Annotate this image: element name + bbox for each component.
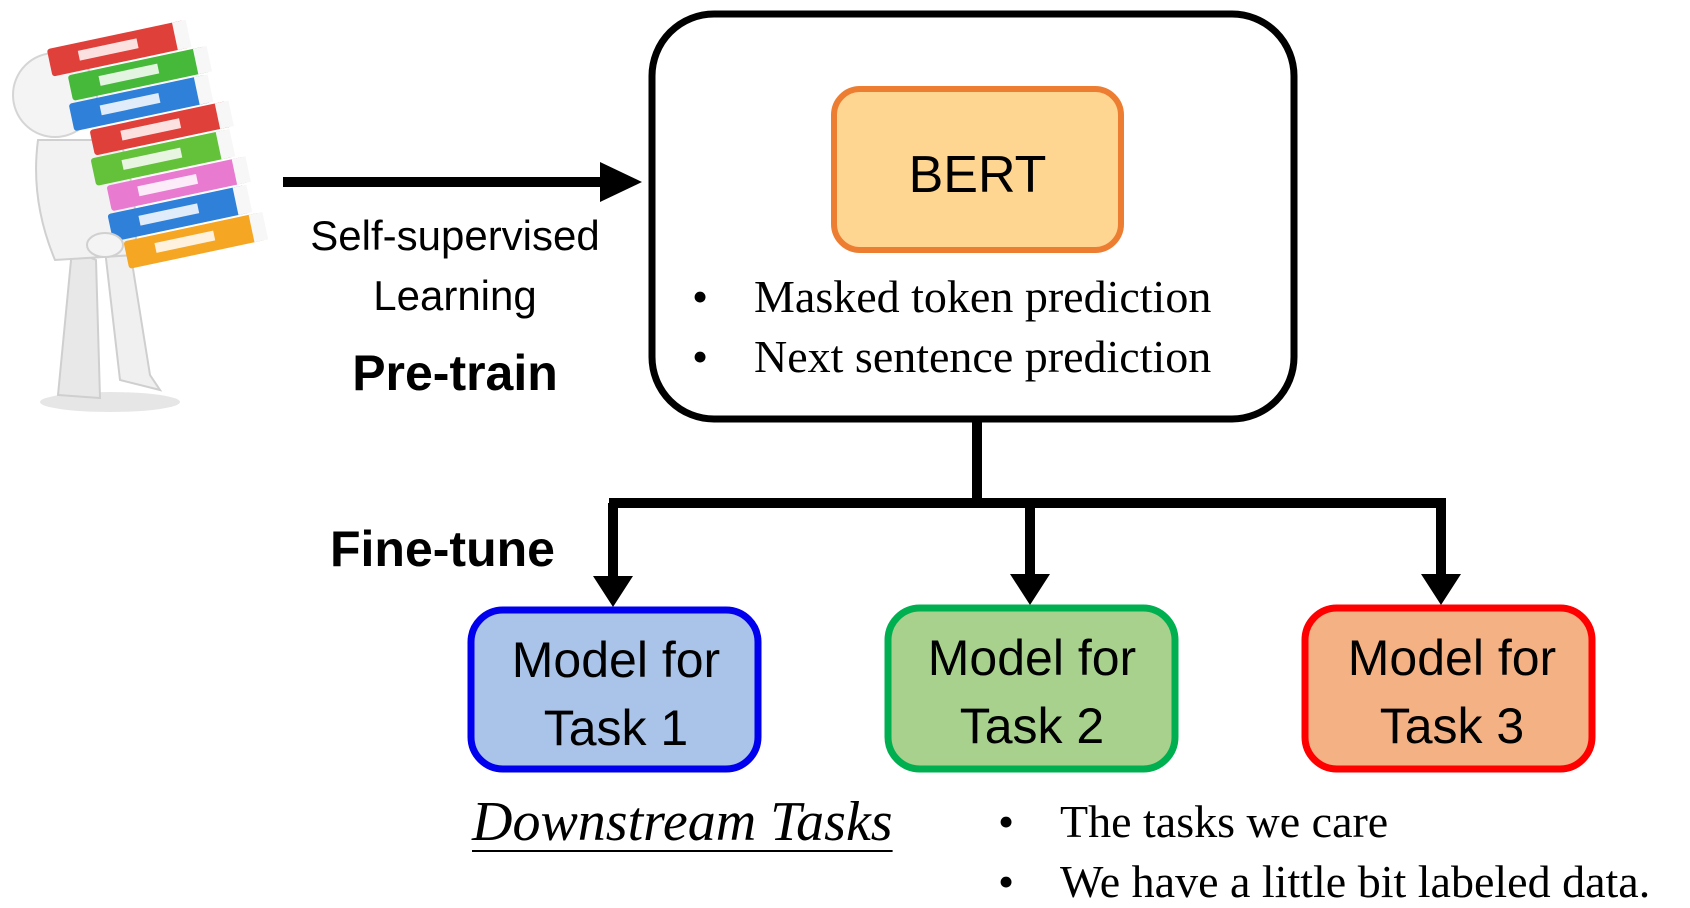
task-2-line1: Model for [927, 630, 1137, 686]
finetune-connector [593, 419, 1461, 607]
task-2-box [884, 604, 1179, 773]
arrow-label-self-supervised: Self-supervised [310, 212, 600, 259]
task-1-line1: Model for [511, 632, 721, 688]
downstream-note-item: • The tasks we care [998, 795, 1388, 848]
bullet-icon: • [692, 331, 709, 382]
downstream-note-text: We have a little bit labeled data. [1060, 856, 1651, 907]
bert-objective-item: • Masked token prediction [692, 270, 1211, 323]
task-1-box [467, 606, 762, 773]
task-2-label: Model for Task 2 [886, 624, 1178, 760]
task-2-line2: Task 2 [959, 698, 1105, 754]
pretrain-label: Pre-train [352, 345, 558, 401]
bullet-icon: • [998, 796, 1015, 847]
finetune-label: Fine-tune [330, 521, 555, 577]
downstream-note-text: The tasks we care [1060, 796, 1389, 847]
task-3-line2: Task 3 [1379, 698, 1525, 754]
person-carrying-binders-icon [12, 19, 269, 412]
bert-objective-text: Next sentence prediction [754, 331, 1212, 382]
arrow-label-learning: Learning [373, 272, 537, 319]
task-3-box [1301, 604, 1596, 773]
bullet-icon: • [692, 271, 709, 322]
bullet-icon: • [998, 856, 1015, 907]
pretrain-arrow [283, 162, 642, 202]
downstream-tasks-title: Downstream Tasks [472, 791, 893, 853]
task-1-line2: Task 1 [543, 700, 689, 756]
bert-title: BERT [908, 146, 1047, 204]
task-3-label: Model for Task 3 [1306, 624, 1598, 760]
task-3-line1: Model for [1347, 630, 1557, 686]
bert-objective-text: Masked token prediction [754, 271, 1212, 322]
task-1-label: Model for Task 1 [470, 626, 762, 762]
bert-objective-item: • Next sentence prediction [692, 330, 1211, 383]
bert-model-box [831, 86, 1124, 253]
downstream-note-item: • We have a little bit labeled data. [998, 855, 1650, 908]
